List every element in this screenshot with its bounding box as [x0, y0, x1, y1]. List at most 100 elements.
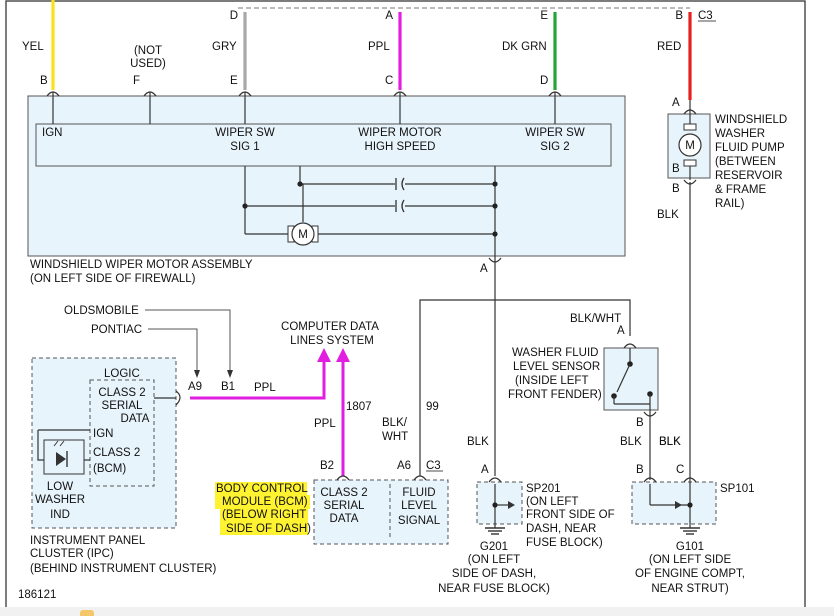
ipc-title: CLUSTER (IPC) [30, 548, 114, 560]
g201-ground-icon [485, 527, 505, 535]
pin-label: A [385, 10, 393, 22]
sp201-name: SP201 [526, 483, 561, 495]
wire-label-blk: BLK [657, 209, 679, 221]
ind-label: LOW [47, 481, 73, 493]
sensor-pin-a: A [617, 325, 625, 337]
pump-pin-b2: B [672, 183, 680, 195]
wire-label-ppl: PPL [368, 41, 390, 53]
bcm-class2: CLASS 2 [320, 487, 367, 499]
sp201-location: FUSE BLOCK) [526, 537, 603, 549]
window-bottom-bar [0, 607, 834, 616]
connector-label: C3 [698, 10, 713, 22]
g101-name: G101 [676, 541, 704, 553]
capacitor-symbol-2 [395, 199, 405, 213]
pump-label: WINDSHIELD [715, 114, 787, 126]
pin-a9: A9 [188, 381, 202, 393]
ipc-title: INSTRUMENT PANEL [30, 535, 146, 547]
g201-location: (ON LEFT [468, 554, 520, 566]
ipc-logic-box [89, 379, 155, 487]
bcm-title: MODULE (BCM) [222, 496, 308, 508]
wire-label-blk-a: BLK [467, 436, 489, 448]
bcm-signal: SIGNAL [398, 515, 441, 527]
taskbar-icon[interactable] [80, 610, 94, 616]
ppl-wire-ipc [190, 356, 326, 400]
pontiac-label: PONTIAC [91, 324, 142, 336]
sp201-location: FRONT SIDE OF [526, 509, 615, 521]
wire-label-wht: WHT [382, 431, 408, 443]
ipc-class2b: CLASS 2 [93, 447, 140, 459]
wire-label-blk-slash: BLK/ [382, 417, 408, 429]
ipc-serial: SERIAL [102, 400, 144, 412]
bcm-fluid: FLUID [402, 487, 435, 499]
sp201-box [476, 481, 523, 525]
motor-pin-c: C [385, 75, 393, 87]
wire-label-blk-wht: BLK/WHT [570, 313, 621, 325]
ipc-bcm: (BCM) [93, 463, 126, 475]
g101-location: (ON LEFT SIDE [649, 554, 732, 566]
pump-m-label: M [685, 140, 695, 152]
sensor-pin-b: B [636, 417, 644, 429]
sp101-name: SP101 [720, 483, 755, 495]
g101-location: NEAR STRUT) [651, 583, 728, 595]
pin-b1: B1 [221, 381, 235, 393]
bcm-data: DATA [330, 513, 359, 525]
motor-sw2-sub: SIG 2 [540, 141, 569, 153]
blk-wht-wire [419, 299, 631, 476]
wire-label-blk-c: BLK [659, 436, 681, 448]
bcm-serial: SERIAL [324, 500, 366, 512]
motor-assembly-location: (ON LEFT SIDE OF FIREWALL) [30, 273, 196, 285]
wiper-motor-inner-box [35, 123, 612, 167]
data-lines-label: LINES SYSTEM [290, 335, 374, 347]
wire-label-red: RED [657, 41, 681, 53]
pin-label: E [540, 10, 548, 22]
pump-label: WASHER [715, 128, 765, 140]
ipc-data: DATA [121, 413, 150, 425]
motor-sw2-label: WIPER SW [525, 127, 585, 139]
ipc-location: (BEHIND INSTRUMENT CLUSTER) [30, 563, 217, 575]
wire-label-ppl2: PPL [254, 382, 276, 394]
bcm-title: BODY CONTROL [216, 483, 308, 495]
wiper-motor-assembly-box [27, 95, 626, 257]
wire-label-yel: YEL [22, 41, 44, 53]
wire-label-blk-b2: BLK [659, 436, 681, 448]
sensor-label: (INSIDE LEFT [515, 375, 588, 387]
motor-pin-f: F [133, 75, 140, 87]
ipc-class2: CLASS 2 [98, 387, 145, 399]
washer-sensor-box [603, 347, 659, 411]
motor-sw1-sub: SIG 1 [230, 141, 259, 153]
led-box [43, 439, 85, 475]
pump-motor-symbol: M [678, 123, 702, 167]
bcm-level: LEVEL [401, 500, 437, 512]
wiper-motor-m-label: M [298, 229, 308, 241]
bcm-pin-a6: A6 [397, 460, 411, 472]
wiper-motor-symbol: M [287, 222, 319, 246]
sp201-location: (ON LEFT [526, 496, 578, 508]
wire-label-1807: 1807 [346, 401, 372, 413]
olds-label: OLDSMOBILE [64, 305, 139, 317]
g101-location: OF ENGINE COMPT, [635, 568, 745, 580]
pump-label: FLUID PUMP [715, 142, 785, 154]
bcm-connector-a6 [413, 475, 427, 481]
motor-sw1-label: WIPER SW [215, 127, 275, 139]
ipc-connector-a9 [175, 390, 181, 406]
g201-location: NEAR FUSE BLOCK) [438, 583, 550, 595]
capacitor-symbol-1 [395, 177, 405, 191]
pump-pin-b: B [672, 163, 680, 175]
g101-ground-icon [680, 527, 700, 535]
motor-hs-label: WIPER MOTOR [358, 127, 441, 139]
sensor-label: WASHER FLUID [512, 347, 598, 359]
pin-label: B [675, 10, 683, 22]
data-lines-label: COMPUTER DATA [281, 321, 379, 333]
g201-name: G201 [480, 541, 508, 553]
sp101-box [631, 481, 717, 525]
wire-label-not-used-2: USED) [130, 58, 166, 70]
sensor-label: FRONT FENDER) [508, 389, 602, 401]
bcm-location: SIDE OF DASH) [226, 523, 311, 535]
wire-label-not-used: (NOT [134, 45, 162, 57]
motor-ign-label: IGN [42, 127, 62, 139]
sp201-location: DASH, NEAR [526, 523, 596, 535]
bcm-pin-b2: B2 [320, 460, 334, 472]
ipc-logic-label: LOGIC [104, 368, 140, 380]
motor-hs-sub: HIGH SPEED [365, 141, 436, 153]
